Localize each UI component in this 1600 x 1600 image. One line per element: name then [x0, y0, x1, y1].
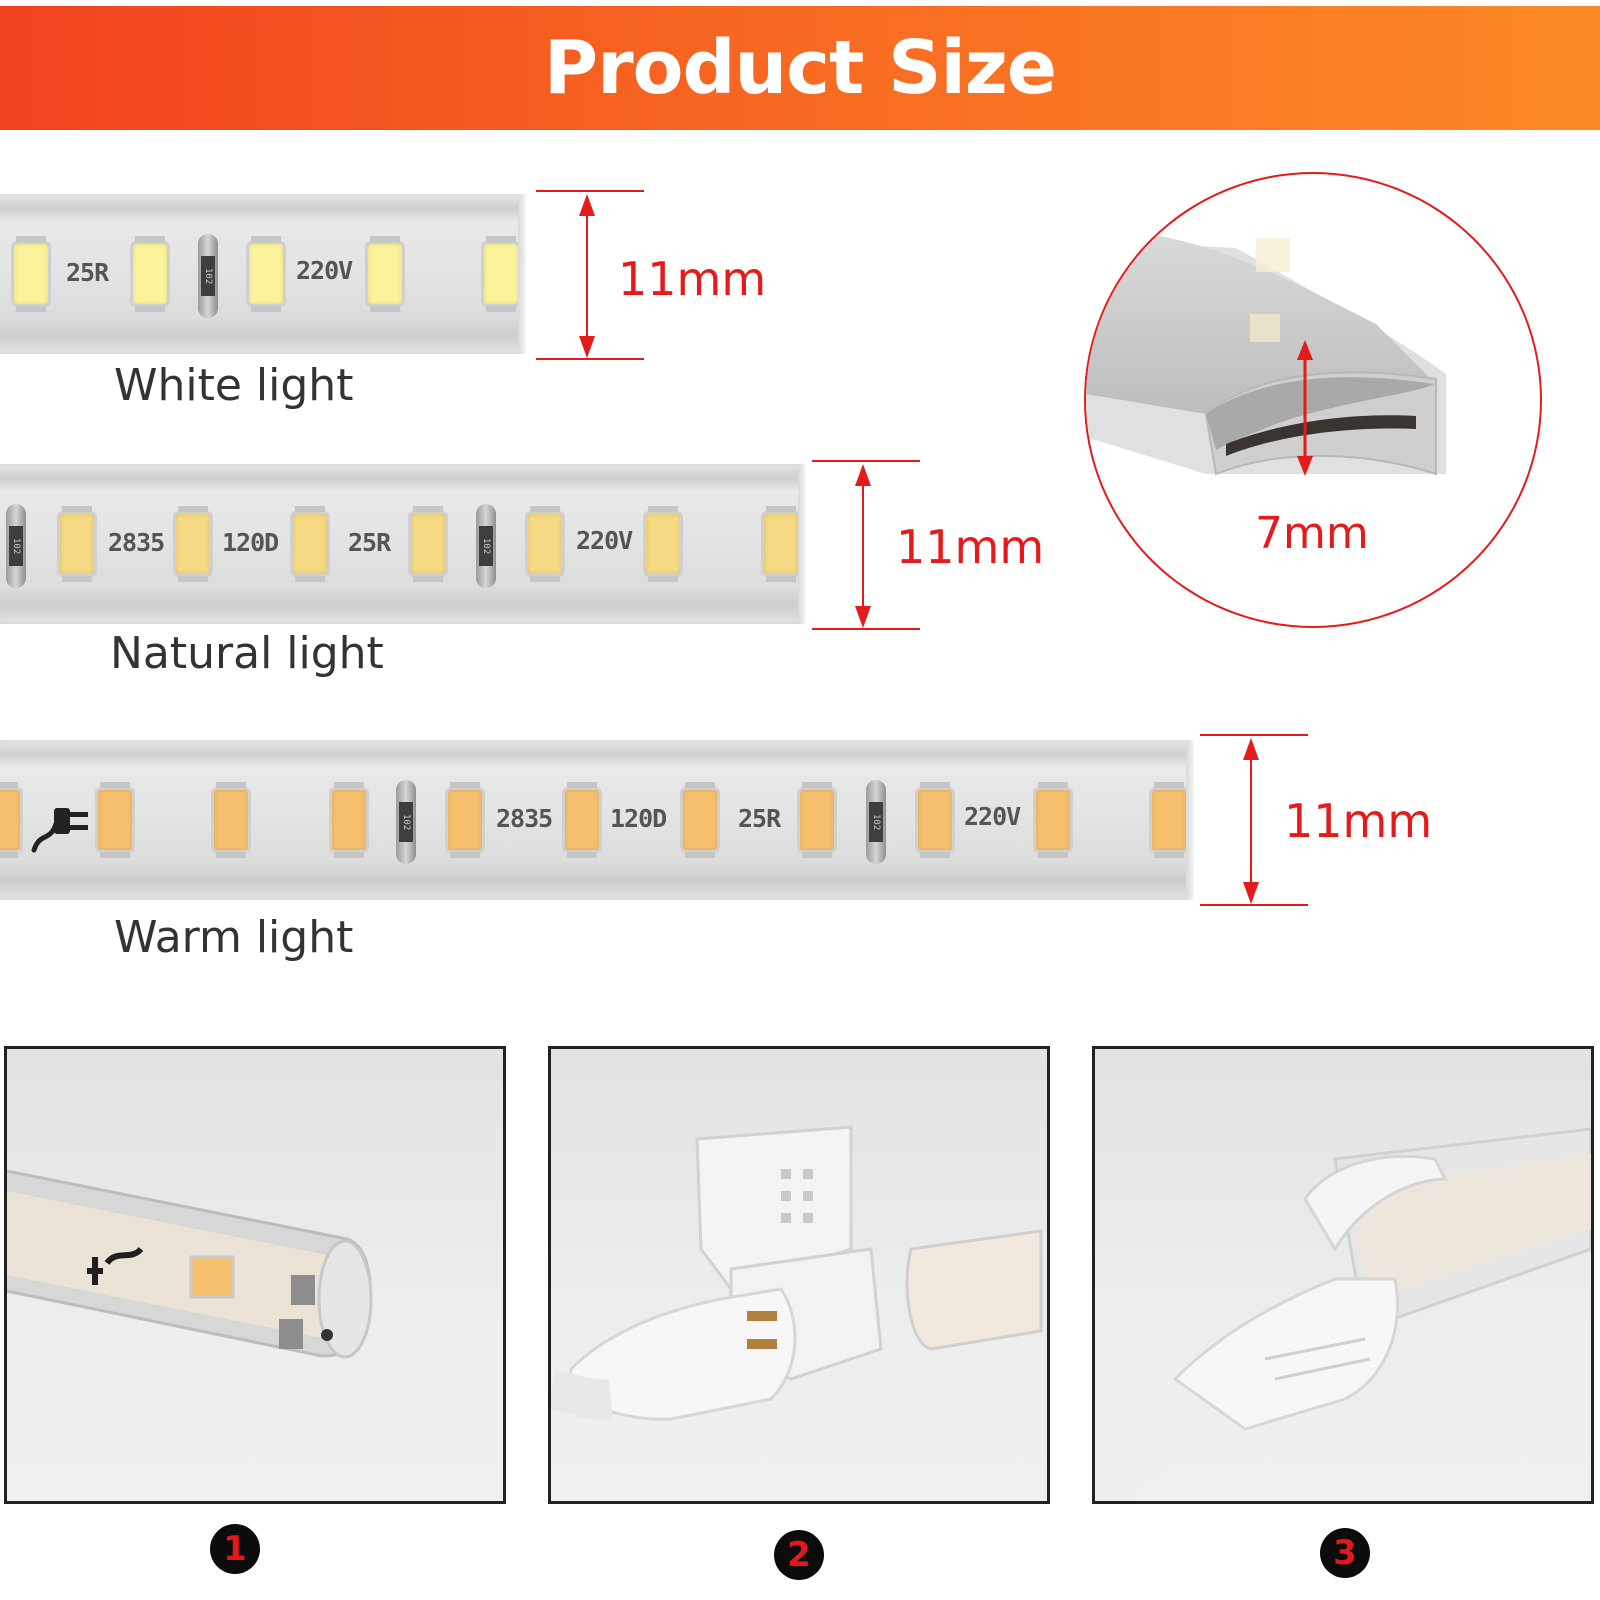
- strip-label-warm: Warm light: [114, 912, 354, 963]
- strip-marking: 220V: [296, 256, 353, 285]
- dimension-label: 11mm: [1284, 794, 1433, 848]
- led-chip: [448, 782, 482, 858]
- dimension-arrow: [1250, 744, 1252, 896]
- led-chip: [14, 236, 48, 312]
- strip-label-white: White light: [114, 360, 354, 411]
- arrow-down-icon: [855, 606, 871, 628]
- led-chip: [293, 506, 327, 582]
- dimension-arrow: [862, 470, 864, 620]
- led-chip: [249, 236, 283, 312]
- photo-number-badge: 2: [774, 1530, 824, 1580]
- resistor-code: 102: [201, 256, 215, 296]
- photo-3: [1092, 1046, 1594, 1504]
- arrow-up-icon: [579, 194, 595, 216]
- led-chip: [800, 782, 834, 858]
- led-chip: [565, 782, 599, 858]
- photo-connector-closed: [1095, 1127, 1591, 1501]
- strip-marking: 220V: [576, 526, 633, 555]
- dimension-arrow: [586, 200, 588, 350]
- resistor: 102: [866, 780, 886, 864]
- led-chip: [1036, 782, 1070, 858]
- arrow-down-icon: [579, 336, 595, 358]
- led-chip: [332, 782, 366, 858]
- strip-marking: 2835: [108, 528, 165, 557]
- led-chip: [646, 506, 680, 582]
- page-title: Product Size: [543, 25, 1057, 111]
- led-chip: [411, 506, 445, 582]
- led-chip: [368, 236, 402, 312]
- strip-end: [798, 464, 806, 624]
- resistor-code: 102: [399, 802, 413, 842]
- dimension-line-bottom: [536, 358, 644, 360]
- resistor: 102: [6, 504, 26, 588]
- strip-marking: 25R: [738, 804, 781, 833]
- led-chip: [214, 782, 248, 858]
- photo-number-badge: 1: [210, 1524, 260, 1574]
- resistor: 102: [476, 504, 496, 588]
- led-chip: [176, 506, 210, 582]
- led-chip: [683, 782, 717, 858]
- resistor: 102: [396, 780, 416, 864]
- photo-2: [548, 1046, 1050, 1504]
- led-chip: [918, 782, 952, 858]
- led-strip-warm: 102 2835 120D 25R 102 220V: [0, 740, 1194, 900]
- led-chip: [133, 236, 167, 312]
- led-chip: [0, 782, 20, 858]
- resistor-code: 102: [9, 526, 23, 566]
- resistor-code: 102: [479, 526, 493, 566]
- strip-end: [1186, 740, 1194, 900]
- strip-marking: 25R: [348, 528, 391, 557]
- led-chip: [98, 782, 132, 858]
- strip-marking: 220V: [964, 802, 1021, 831]
- header-banner: Product Size: [0, 6, 1600, 130]
- strip-end: [518, 194, 526, 354]
- strip-marking: 120D: [222, 528, 279, 557]
- photo-1: [4, 1046, 506, 1504]
- led-strip-white: 25R 102 220V: [0, 194, 526, 354]
- arrow-up-icon: [1243, 738, 1259, 760]
- photo-number-badge: 3: [1320, 1528, 1370, 1578]
- led-strip-natural: 102 2835 120D 25R 102 220V: [0, 464, 806, 624]
- arrow-up-icon: [855, 464, 871, 486]
- cross-section-circle: [1084, 172, 1542, 628]
- strip-marking: 2835: [496, 804, 553, 833]
- cross-section-dimension: 7mm: [1255, 508, 1369, 559]
- strip-label-natural: Natural light: [110, 628, 384, 679]
- led-chip: [528, 506, 562, 582]
- led-chip: [60, 506, 94, 582]
- arrow-down-icon: [1243, 882, 1259, 904]
- cross-section-illustration: [1086, 234, 1446, 476]
- led-chip: [1152, 782, 1186, 858]
- plug-icon: [31, 808, 88, 853]
- dimension-line-top: [812, 460, 920, 462]
- dimension-label: 11mm: [896, 520, 1045, 574]
- resistor-code: 102: [869, 802, 883, 842]
- strip-marking: 25R: [66, 258, 109, 287]
- dimension-line-top: [1200, 734, 1308, 736]
- led-chip: [484, 236, 518, 312]
- dimension-line-bottom: [812, 628, 920, 630]
- photo-strip-end: [7, 1169, 373, 1359]
- strip-marking: 120D: [610, 804, 667, 833]
- dimension-line-top: [536, 190, 644, 192]
- photo-connector-open: [551, 1125, 1043, 1421]
- dimension-label: 11mm: [618, 252, 767, 306]
- led-chip: [764, 506, 798, 582]
- dimension-line-bottom: [1200, 904, 1308, 906]
- resistor: 102: [198, 234, 218, 318]
